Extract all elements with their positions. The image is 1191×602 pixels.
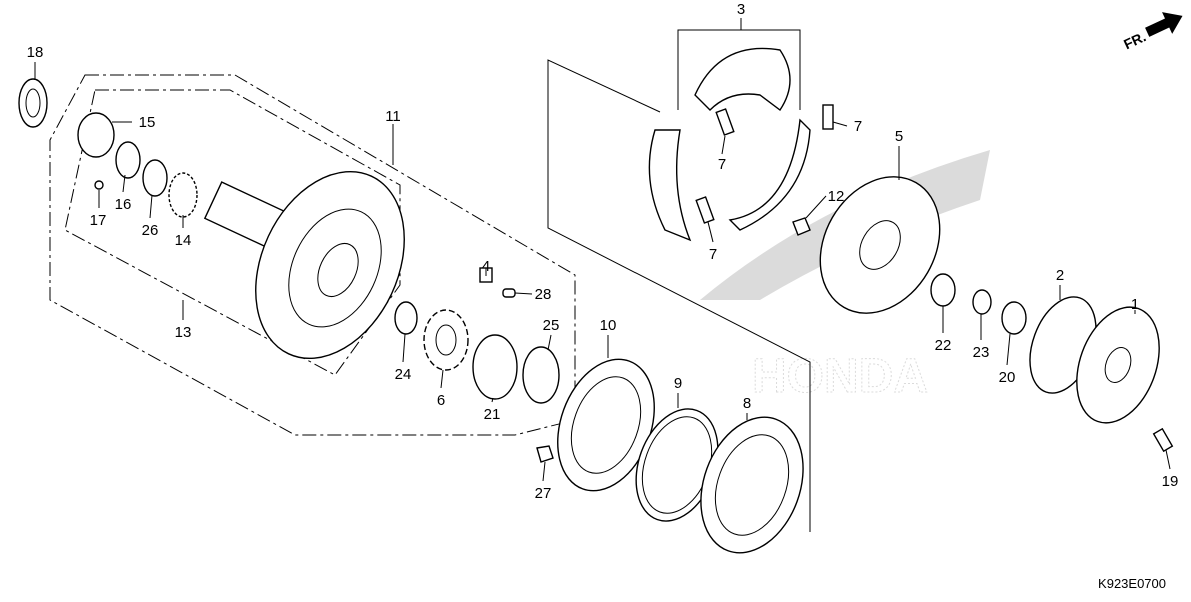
front-label: FR. [1121, 28, 1148, 52]
ball-17 [94, 180, 104, 190]
bracket-3 [677, 29, 801, 110]
callout-7a: 7 [854, 118, 862, 135]
callout-6: 6 [437, 392, 445, 409]
callout-22: 22 [935, 337, 952, 354]
callout-28: 28 [535, 286, 552, 303]
shoe-upper [694, 47, 791, 112]
svg-text:HONDA: HONDA [752, 350, 928, 403]
oil-seal-18 [18, 78, 48, 128]
one-way-clutch-6 [423, 309, 469, 371]
callout-24: 24 [395, 366, 412, 383]
callout-18: 18 [27, 44, 44, 61]
callout-13: 13 [175, 324, 192, 341]
spring-7b [822, 104, 834, 130]
gear-14 [168, 172, 198, 218]
circlip-16 [115, 141, 141, 179]
plate-21 [472, 334, 518, 400]
callout-19: 19 [1162, 473, 1179, 490]
roller-28 [502, 288, 516, 298]
callout-17: 17 [90, 212, 107, 229]
washer-24 [394, 301, 418, 335]
callout-10: 10 [600, 317, 617, 334]
circlip-25 [522, 346, 560, 404]
nut-22 [930, 273, 956, 307]
assembly-13-outline [49, 74, 576, 436]
drive-plate-5 [819, 176, 941, 314]
front-direction-indicator: FR. [1121, 12, 1183, 52]
collar-15 [77, 112, 115, 158]
callout-4: 4 [482, 258, 490, 275]
callout-1: 1 [1131, 296, 1139, 313]
callout-21: 21 [484, 406, 501, 423]
leader-lines [34, 18, 1171, 482]
callout-15: 15 [139, 114, 156, 131]
callout-26: 26 [142, 222, 159, 239]
callout-5: 5 [895, 128, 903, 145]
callout-14: 14 [175, 232, 192, 249]
nut-27 [536, 445, 554, 463]
spring-7c [695, 196, 715, 224]
diagram-code: K923E0700 [1098, 576, 1166, 591]
callout-11: 11 [385, 108, 401, 125]
shoe-right [728, 118, 811, 231]
arrow-right-icon [1145, 12, 1183, 37]
washer-26 [142, 159, 168, 197]
callout-25: 25 [543, 317, 560, 334]
callout-7b: 7 [718, 156, 726, 173]
callout-27: 27 [535, 485, 552, 502]
shoe-left [648, 129, 692, 242]
cover-1 [1076, 306, 1160, 424]
clutch-outer-11 [255, 170, 405, 360]
callout-20: 20 [999, 369, 1016, 386]
callout-3: 3 [737, 1, 745, 18]
plate-20 [1001, 301, 1027, 335]
shoe-assembly-outline [547, 59, 811, 532]
callout-16: 16 [115, 196, 132, 213]
callout-12: 12 [828, 188, 845, 205]
gasket-8 [700, 416, 804, 554]
callout-2: 2 [1056, 267, 1064, 284]
callout-9: 9 [674, 375, 682, 392]
callout-8: 8 [743, 395, 751, 412]
assembly-11-outline [64, 89, 401, 376]
callout-23: 23 [973, 344, 990, 361]
callout-7c: 7 [709, 246, 717, 263]
washer-23 [972, 289, 992, 315]
nut-12 [792, 217, 811, 236]
bolt-19 [1152, 427, 1174, 453]
spring-7a [715, 108, 735, 136]
